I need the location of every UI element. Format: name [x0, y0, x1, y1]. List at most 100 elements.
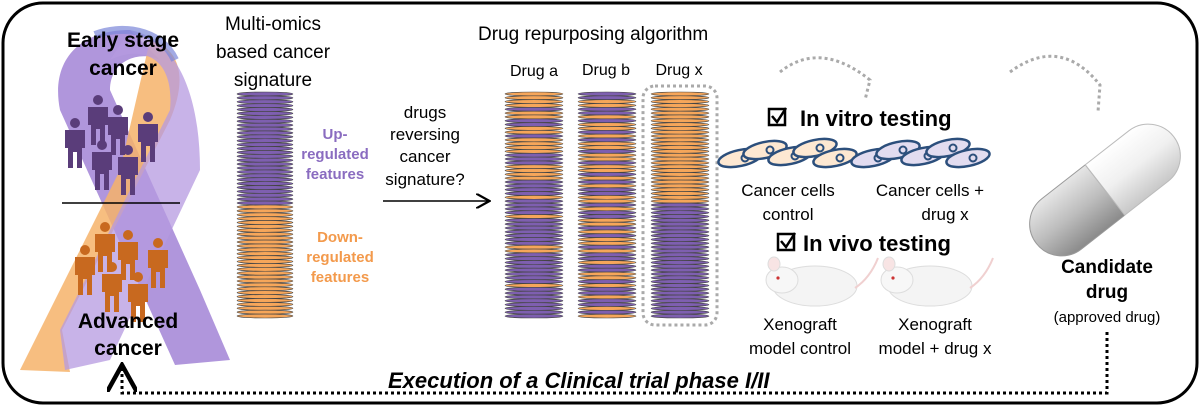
- feature-stripe: [236, 298, 294, 303]
- feature-stripe: [650, 264, 710, 269]
- feature-stripe: [236, 111, 294, 116]
- feature-stripe: [236, 185, 294, 190]
- feature-stripe: [577, 302, 637, 307]
- treated-mouse-icon: [880, 256, 994, 307]
- feature-stripe: [504, 175, 564, 181]
- feature-stripe: [236, 130, 294, 136]
- feature-stripe: [236, 282, 294, 288]
- feature-stripe: [577, 133, 637, 139]
- vitro-treated-1: Cancer cells +: [876, 181, 984, 200]
- drug-columns: [504, 91, 710, 319]
- feature-stripe: [650, 279, 710, 284]
- feature-stripe: [504, 172, 564, 177]
- feature-stripe: [577, 110, 637, 116]
- up-label-2: regulated: [301, 146, 369, 163]
- person-icon: [92, 140, 112, 190]
- feature-stripe: [577, 283, 637, 288]
- drug-a-label: Drug a: [510, 63, 558, 80]
- feature-stripe: [577, 290, 637, 296]
- feature-stripe: [236, 247, 294, 253]
- feature-stripe: [650, 229, 710, 235]
- feature-stripe: [650, 130, 710, 135]
- feature-stripe: [236, 138, 294, 143]
- feature-stripe: [236, 208, 294, 214]
- feature-stripe: [236, 103, 294, 108]
- question-3: cancer: [399, 147, 450, 166]
- feature-stripe: [650, 210, 710, 215]
- feature-stripe: [650, 256, 710, 261]
- feature-stripe: [650, 141, 710, 146]
- feature-stripe: [650, 156, 710, 162]
- feature-stripe: [504, 267, 564, 273]
- mouse-eye: [891, 276, 895, 280]
- feature-stripe: [577, 241, 637, 246]
- feature-stripe: [504, 210, 564, 215]
- feature-stripe: [650, 267, 710, 273]
- feature-stripe: [577, 175, 637, 181]
- feature-stripe: [577, 298, 637, 303]
- feature-stripe: [577, 164, 637, 169]
- feature-stripe: [504, 271, 564, 277]
- feature-stripe: [236, 294, 294, 299]
- feature-stripe: [577, 198, 637, 204]
- feature-stripe: [504, 198, 564, 204]
- feature-stripe: [577, 233, 637, 238]
- feature-stripe: [650, 287, 710, 292]
- feature-stripe: [577, 95, 637, 100]
- question-2: reversing: [390, 125, 460, 144]
- feature-stripe: [236, 243, 294, 249]
- person-icon: [138, 112, 158, 162]
- feature-stripe: [236, 259, 294, 264]
- feature-stripe: [236, 224, 294, 229]
- feature-stripe: [577, 214, 637, 219]
- feature-stripe: [650, 214, 710, 219]
- feature-stripe: [504, 310, 564, 315]
- feature-stripe: [577, 172, 637, 177]
- feature-stripe: [577, 252, 637, 258]
- drug-x-label: Drug x: [655, 62, 702, 79]
- feature-stripe: [650, 95, 710, 100]
- down-label-1: Down-: [317, 229, 363, 246]
- feature-stripe: [650, 195, 710, 200]
- feature-stripe: [236, 126, 294, 132]
- feature-stripe: [650, 310, 710, 315]
- feature-stripe: [236, 173, 294, 179]
- feature-stripe: [577, 187, 637, 192]
- feature-stripe: [504, 187, 564, 192]
- feature-stripe: [504, 145, 564, 150]
- feature-stripe: [577, 271, 637, 277]
- feature-stripe: [650, 248, 710, 254]
- feature-stripe: [236, 235, 294, 241]
- signature-title-3: signature: [234, 70, 312, 91]
- advanced-label-2: cancer: [94, 337, 162, 360]
- feature-stripe: [577, 279, 637, 284]
- feature-stripe: [236, 142, 294, 147]
- feature-stripe: [236, 157, 294, 163]
- feature-stripe: [650, 107, 710, 112]
- feature-stripe: [236, 290, 294, 295]
- feature-stripe: [236, 154, 294, 159]
- feature-stripe: [650, 202, 710, 208]
- feature-stripe: [504, 122, 564, 127]
- feature-stripe: [650, 133, 710, 139]
- feature-stripe: [577, 122, 637, 127]
- person-icon: [118, 230, 138, 280]
- algorithm-title: Drug repurposing algorithm: [478, 24, 708, 45]
- feature-stripe: [577, 275, 637, 280]
- feature-stripe: [577, 118, 637, 123]
- mouse-head: [765, 266, 799, 294]
- feature-stripe: [577, 137, 637, 143]
- feature-stripe: [236, 251, 294, 256]
- feature-stripe: [504, 164, 564, 169]
- feature-stripe: [236, 146, 294, 151]
- feature-stripe: [236, 150, 294, 155]
- feature-stripe: [504, 107, 564, 112]
- feature-stripe: [236, 169, 294, 175]
- feature-stripe: [650, 187, 710, 192]
- vitro-control-1: Cancer cells: [741, 181, 835, 200]
- feature-stripe: [504, 91, 564, 97]
- feature-stripe: [650, 103, 710, 108]
- vitro-treated-2: drug x: [921, 205, 969, 224]
- feature-stripe: [577, 237, 637, 242]
